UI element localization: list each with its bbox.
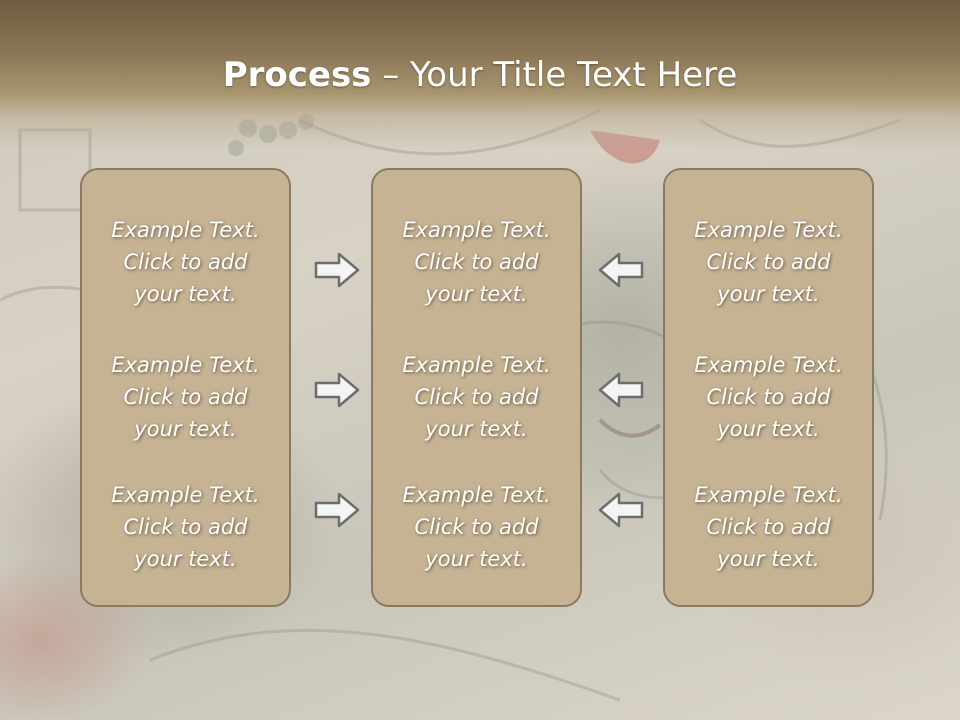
text-placeholder[interactable]: Example Text. Click to add your text. <box>82 214 289 310</box>
text-line: Click to add <box>706 250 831 274</box>
title-bar <box>0 0 960 150</box>
process-box-left[interactable]: Example Text. Click to add your text. Ex… <box>80 168 291 607</box>
text-line: Example Text. <box>694 218 843 242</box>
text-line: Example Text. <box>402 218 551 242</box>
right-arrow-icon[interactable] <box>313 491 361 529</box>
text-line: Example Text. <box>111 483 260 507</box>
process-box-right[interactable]: Example Text. Click to add your text. Ex… <box>663 168 874 607</box>
text-line: your text. <box>717 417 820 441</box>
left-arrow-icon[interactable] <box>597 491 645 529</box>
text-line: Click to add <box>706 385 831 409</box>
text-line: Click to add <box>123 515 248 539</box>
text-line: your text. <box>425 417 528 441</box>
text-line: your text. <box>134 417 237 441</box>
text-line: Click to add <box>414 385 539 409</box>
text-line: Example Text. <box>111 218 260 242</box>
text-placeholder[interactable]: Example Text. Click to add your text. <box>665 479 872 575</box>
right-arrow-icon[interactable] <box>313 251 361 289</box>
text-placeholder[interactable]: Example Text. Click to add your text. <box>665 214 872 310</box>
text-placeholder[interactable]: Example Text. Click to add your text. <box>82 349 289 445</box>
text-line: your text. <box>425 547 528 571</box>
text-line: Click to add <box>706 515 831 539</box>
text-line: Click to add <box>123 385 248 409</box>
text-line: your text. <box>717 282 820 306</box>
left-arrow-icon[interactable] <box>597 371 645 409</box>
title-bold-text: Process <box>222 55 372 95</box>
text-line: your text. <box>717 547 820 571</box>
slide-title[interactable]: Process – Your Title Text Here <box>0 52 960 98</box>
text-placeholder[interactable]: Example Text. Click to add your text. <box>373 349 580 445</box>
text-placeholder[interactable]: Example Text. Click to add your text. <box>82 479 289 575</box>
text-line: Example Text. <box>402 483 551 507</box>
text-line: your text. <box>134 547 237 571</box>
text-line: Click to add <box>414 250 539 274</box>
text-line: Click to add <box>123 250 248 274</box>
right-arrow-icon[interactable] <box>313 371 361 409</box>
title-rest-text: – Your Title Text Here <box>371 55 738 95</box>
text-line: your text. <box>134 282 237 306</box>
text-line: Example Text. <box>694 353 843 377</box>
text-line: Click to add <box>414 515 539 539</box>
text-placeholder[interactable]: Example Text. Click to add your text. <box>665 349 872 445</box>
left-arrow-icon[interactable] <box>597 251 645 289</box>
text-placeholder[interactable]: Example Text. Click to add your text. <box>373 479 580 575</box>
text-line: Example Text. <box>111 353 260 377</box>
text-line: Example Text. <box>694 483 843 507</box>
text-line: your text. <box>425 282 528 306</box>
process-box-middle[interactable]: Example Text. Click to add your text. Ex… <box>371 168 582 607</box>
text-placeholder[interactable]: Example Text. Click to add your text. <box>373 214 580 310</box>
text-line: Example Text. <box>402 353 551 377</box>
